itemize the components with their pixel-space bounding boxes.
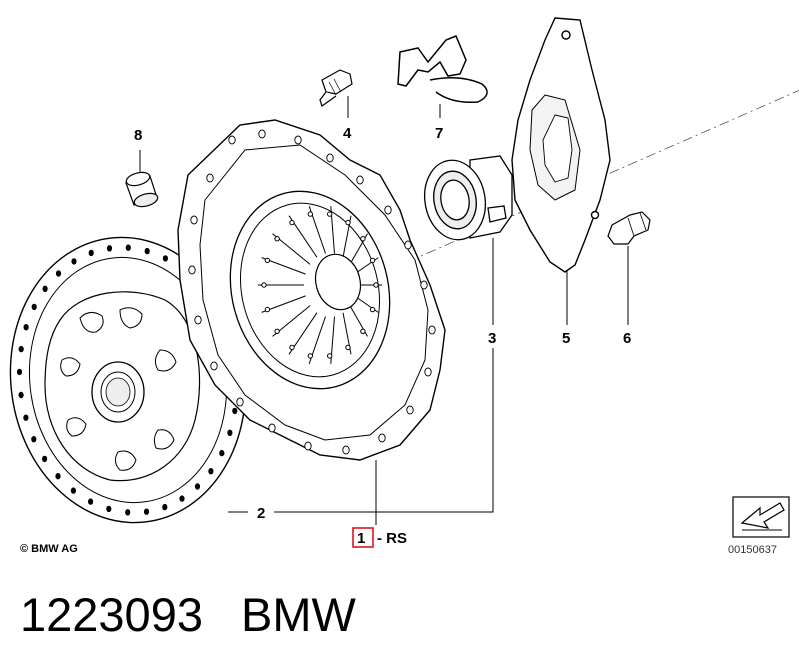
callout-4: 4 — [343, 125, 352, 142]
callout-1-highlight-box — [352, 527, 374, 548]
reference-number: 00150637 — [728, 544, 777, 556]
release-bearing — [424, 155, 513, 241]
finger-hole — [289, 344, 295, 351]
rivet — [208, 468, 214, 475]
rivet — [18, 345, 24, 353]
rivet — [42, 455, 48, 463]
rivet — [23, 324, 29, 331]
rivet — [106, 245, 113, 252]
rivet — [162, 503, 168, 511]
finger-hole — [327, 211, 333, 217]
caption: 1223093 BMW — [20, 585, 356, 645]
rivet — [179, 495, 185, 502]
rivet — [18, 391, 24, 399]
finger-hole — [369, 257, 376, 264]
callout-6: 6 — [623, 330, 631, 347]
finger-hole — [274, 328, 280, 334]
finger-hole — [360, 328, 366, 334]
callout-5: 5 — [562, 330, 570, 347]
callout-1-suffix: - RS — [377, 530, 407, 547]
finger-hole — [327, 353, 333, 359]
finger-hole — [307, 353, 313, 359]
spring-clip — [397, 35, 488, 104]
cover-hole — [294, 135, 302, 145]
rivet — [227, 429, 233, 436]
arrow-badge-icon — [732, 496, 790, 538]
cover-hole — [406, 405, 414, 415]
rivet — [16, 368, 23, 376]
finger-hole — [289, 219, 295, 226]
cover-hole — [194, 315, 202, 325]
rivet — [88, 498, 94, 505]
cover-hole — [210, 361, 218, 371]
rivet — [23, 414, 29, 421]
copyright-text: © BMW AG — [20, 543, 78, 555]
dowel-pin — [125, 171, 159, 208]
cover-hole — [384, 205, 392, 215]
rivet — [219, 449, 225, 457]
callout-8: 8 — [134, 127, 142, 144]
cover-hole — [258, 129, 266, 139]
finger-hole — [264, 306, 271, 313]
callout-2: 2 — [257, 505, 265, 522]
cover-hole — [378, 433, 386, 443]
rivet — [31, 303, 37, 311]
rivet — [125, 244, 131, 251]
cover-hole — [190, 215, 198, 225]
finger-hole — [373, 282, 379, 288]
finger-hole — [264, 257, 271, 264]
brand-name: BMW — [240, 588, 356, 641]
cover-hole — [404, 240, 412, 250]
finger-hole — [345, 344, 351, 351]
cover-hole — [428, 325, 436, 335]
rivet — [42, 285, 48, 292]
cover-hole — [188, 265, 196, 275]
bolt — [319, 69, 353, 107]
callout-7: 7 — [435, 125, 443, 142]
pivot-pin — [607, 211, 651, 245]
rivet — [70, 487, 76, 494]
cover-hole — [342, 445, 350, 455]
cover-hole — [228, 135, 236, 145]
rivet — [31, 436, 37, 443]
finger-hole — [274, 236, 280, 242]
finger-hole — [261, 282, 267, 288]
cover-hole — [206, 173, 214, 183]
cover-hole — [268, 423, 276, 433]
rivet — [125, 509, 131, 516]
clutch-pressure-plate — [177, 119, 446, 461]
rivet — [55, 270, 62, 277]
rivet — [71, 258, 77, 265]
clutch-disc — [9, 236, 247, 524]
rivet — [162, 255, 168, 262]
rivet — [232, 407, 238, 415]
finger-hole — [369, 306, 376, 313]
cover-hole — [420, 280, 428, 290]
cover-hole — [326, 153, 334, 163]
rivet — [88, 249, 94, 257]
part-number: 1223093 — [20, 588, 203, 641]
cover-hole — [304, 441, 312, 451]
rivet — [144, 247, 150, 255]
rivet — [194, 483, 201, 490]
finger-hole — [360, 236, 366, 242]
cover-hole — [356, 175, 364, 185]
cover-hole — [424, 367, 432, 377]
rivet — [55, 473, 61, 480]
finger-hole — [345, 219, 351, 226]
rivet — [106, 505, 112, 513]
finger-hole — [307, 211, 313, 217]
release-lever — [511, 17, 611, 273]
callout-3: 3 — [488, 330, 496, 347]
leader-lines — [139, 96, 629, 525]
callout-1[interactable]: 1 — [357, 530, 365, 547]
rivet — [143, 508, 150, 515]
cover-hole — [236, 397, 244, 407]
